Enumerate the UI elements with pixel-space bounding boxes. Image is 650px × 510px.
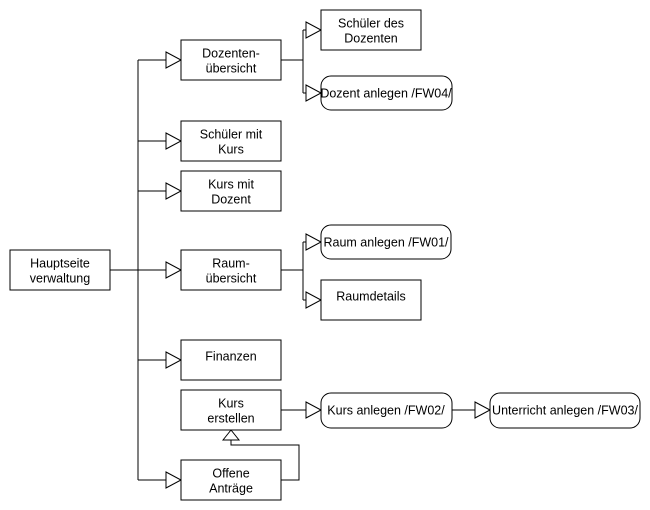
node-raumdetails[interactable]: Raumdetails (320, 279, 422, 321)
node-raum-anlegen[interactable]: Raum anlegen /FW01/ (320, 224, 452, 260)
node-label: Anträge (209, 481, 253, 495)
node-label: Kurs anlegen /FW02/ (327, 403, 445, 417)
edge-kurs-anlegen-unterricht-anlegen (452, 401, 492, 419)
node-label: übersicht (206, 271, 257, 285)
node-schueler-des-dozenten[interactable]: Schüler des Dozenten (320, 9, 422, 51)
node-label: Finanzen (205, 349, 256, 363)
node-kurs-anlegen[interactable]: Kurs anlegen /FW02/ (320, 392, 453, 429)
node-label: Raum- (212, 256, 250, 270)
node-dozent-anlegen[interactable]: Dozent anlegen /FW04/ (320, 75, 453, 111)
node-label: Offene (212, 466, 249, 480)
node-label: Kurs (218, 142, 244, 156)
node-label: erstellen (207, 411, 254, 425)
node-offene-antraege[interactable]: Offene Anträge (180, 459, 282, 501)
edge-trunk-raumuebersicht (138, 261, 183, 279)
node-finanzen[interactable]: Finanzen (180, 339, 282, 381)
node-hauptseite-verwaltung[interactable]: Hauptseite verwaltung (9, 249, 111, 291)
edge-kurs-erstellen-kurs-anlegen (281, 401, 323, 419)
node-label: Kurs (218, 396, 244, 410)
node-label: Hauptseite (30, 256, 90, 270)
edge-raumuebersicht-raum-anlegen (281, 233, 323, 300)
node-kurs-erstellen[interactable]: Kurs erstellen (180, 389, 282, 431)
node-label: Dozenten (344, 31, 398, 45)
node-label: Raum anlegen /FW01/ (323, 235, 449, 249)
node-label: verwaltung (30, 271, 90, 285)
node-label: Unterricht anlegen /FW03/ (492, 403, 638, 417)
edge-trunk-dozentenuebersicht (138, 51, 183, 69)
node-label: Kurs mit (208, 177, 254, 191)
edge-dozentenuebersicht-dozent-anlegen (303, 84, 323, 102)
edge-offene-antraege-kurs-erstellen (221, 429, 300, 481)
node-label: Dozent anlegen /FW04/ (320, 86, 452, 100)
node-label: Schüler mit (200, 127, 263, 141)
node-label: Dozent (211, 192, 251, 206)
edge-dozentenuebersicht-schueler-des-dozenten (281, 21, 323, 93)
edge-raumuebersicht-raumdetails (303, 291, 323, 309)
node-label: Dozenten- (202, 46, 260, 60)
node-label: Schüler des (338, 16, 404, 30)
node-kurs-mit-dozent[interactable]: Kurs mit Dozent (180, 170, 282, 212)
node-raumuebersicht[interactable]: Raum- übersicht (180, 249, 282, 291)
node-label: Raumdetails (336, 289, 405, 303)
node-schueler-mit-kurs[interactable]: Schüler mit Kurs (180, 120, 282, 162)
node-label: übersicht (206, 61, 257, 75)
edge-trunk-schueler-mit-kurs (138, 132, 183, 150)
edge-trunk-kurs-mit-dozent (138, 182, 183, 200)
node-dozentenuebersicht[interactable]: Dozenten- übersicht (180, 39, 282, 81)
edge-trunk-finanzen (138, 351, 183, 369)
edge-trunk-offene-antraege (138, 471, 183, 489)
node-unterricht-anlegen[interactable]: Unterricht anlegen /FW03/ (489, 392, 641, 429)
